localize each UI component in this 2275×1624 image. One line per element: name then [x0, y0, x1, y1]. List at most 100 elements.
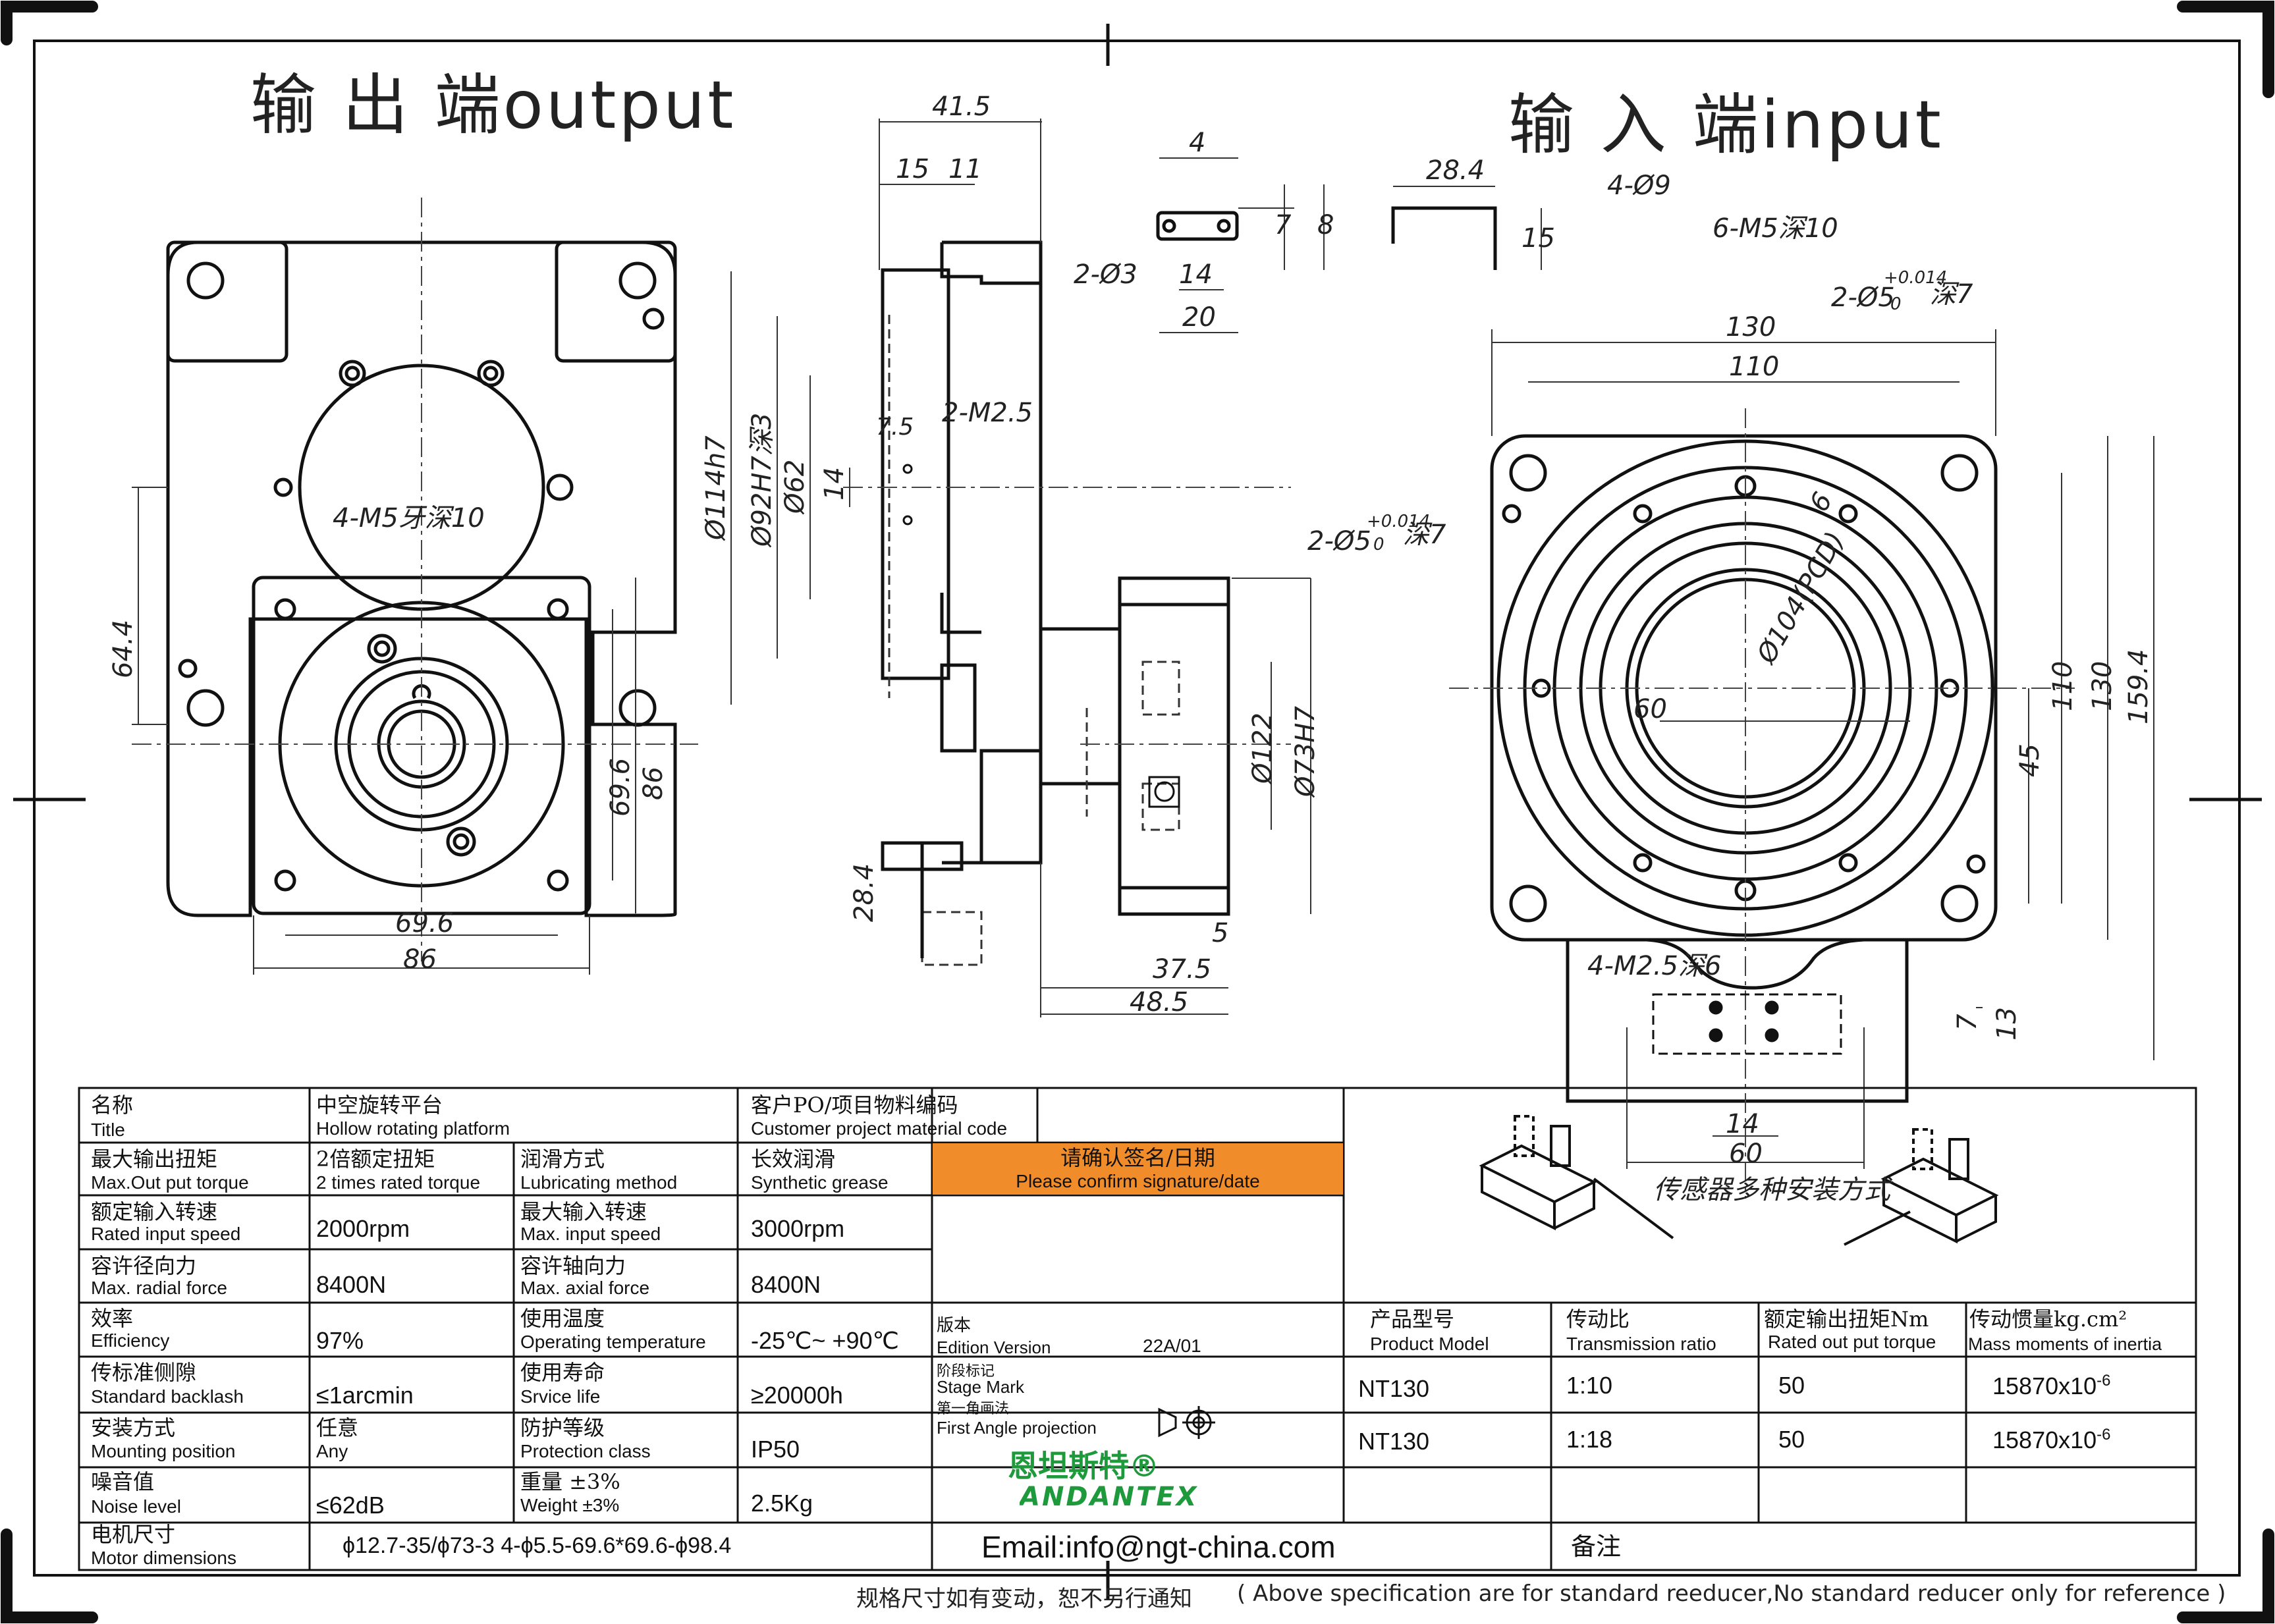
row6-val-zh: 任意 — [316, 1416, 359, 1440]
dim-20: 20 — [1182, 302, 1216, 333]
model-row1-ratio: 1:10 — [1566, 1372, 1613, 1399]
row5-label-en: Standard backlash — [91, 1386, 244, 1407]
dim-45: 45 — [2015, 744, 2045, 777]
dim-7b: 7 — [1952, 1014, 1983, 1031]
logo-zh: 恩坦斯特® — [1008, 1448, 1159, 1484]
motor-zh: 电机尺寸 — [91, 1523, 176, 1546]
title-block-grid — [78, 1087, 2197, 1571]
sensor-holes — [1652, 993, 1842, 1055]
dim-4-m2-5: 4-M2.5深6 — [1587, 951, 1721, 981]
cust-en: Customer project material code — [751, 1118, 1008, 1139]
model-row2-torque: 50 — [1778, 1426, 1805, 1453]
row7-label-zh: 噪音值 — [91, 1470, 155, 1494]
small-detail-parts — [902, 206, 1497, 958]
input-header: 输 入 端input — [1508, 86, 1944, 163]
output-dim-lines — [132, 487, 636, 975]
dim-86v: 86 — [638, 767, 669, 800]
dim-69-6: 69.6 — [395, 908, 454, 938]
dim-tol-b: +0.014 — [1367, 512, 1430, 531]
dim-86: 86 — [403, 944, 437, 975]
row6-label-en: Mounting position — [91, 1441, 236, 1461]
row6-mid-zh: 防护等级 — [520, 1416, 605, 1440]
row3-mid-zh: 容许轴向力 — [520, 1254, 626, 1278]
title-zh: 名称 — [91, 1093, 134, 1117]
projection-zh: 第一角画法 — [937, 1401, 1010, 1417]
drawing-frame — [33, 40, 2241, 1577]
cust-zh: 客户PO/项目物料编码 — [751, 1093, 958, 1117]
dim-4-m5: 4-M5牙深10 — [333, 503, 485, 533]
model-head-en: Product Model — [1370, 1334, 1489, 1354]
row6-mid-en: Protection class — [520, 1441, 651, 1461]
model-row2-model: NT130 — [1358, 1428, 1430, 1455]
dim-tol: +0.014 — [1884, 268, 1947, 288]
dim-28-4b: 28.4 — [849, 863, 879, 922]
side-view — [881, 240, 1230, 916]
dim-110v: 110 — [2048, 661, 2078, 711]
output-centerlines — [132, 198, 698, 961]
projection-symbol — [1158, 1406, 1215, 1439]
dim-114: Ø114h7 — [701, 435, 731, 541]
dim-130: 130 — [1726, 312, 1776, 342]
dim-14c: 14 — [1726, 1109, 1759, 1139]
row4-mid-en: Operating temperature — [520, 1332, 706, 1352]
row4-val: 97% — [316, 1327, 364, 1354]
logo-en: ANDANTEX — [1020, 1482, 1199, 1512]
row6-label-zh: 安装方式 — [91, 1416, 176, 1440]
dim-110: 110 — [1729, 352, 1779, 382]
dim-104: Ø104(PCD) — [1751, 527, 1851, 670]
row4-label-zh: 效率 — [91, 1307, 134, 1330]
dim-4-phi9: 4-Ø9 — [1607, 171, 1671, 201]
dim-14: 14 — [1179, 259, 1213, 290]
dim-122: Ø122 — [1247, 713, 1278, 785]
dim-60: 60 — [1633, 694, 1667, 724]
motor-en: Motor dimensions — [91, 1548, 236, 1568]
row1-label-zh: 最大输出扭矩 — [91, 1147, 218, 1171]
input-centerlines — [1449, 408, 2075, 1199]
confirm-zh: 请确认签名/日期 — [1060, 1146, 1215, 1170]
remark-zh: 备注 — [1571, 1534, 1622, 1558]
dim-92: Ø92H7深3 — [747, 413, 777, 548]
dim-tol0-b: 0 — [1373, 535, 1384, 555]
dim-6-m5: 6-M5深10 — [1713, 213, 1838, 244]
sensor-sketches — [1479, 1115, 1999, 1246]
side-dim-lines — [730, 119, 1311, 1017]
row5-label-zh: 传标准侧隙 — [91, 1361, 197, 1384]
dim-deep7: 深7 — [1930, 279, 1973, 310]
input-dim-lines — [1491, 329, 2154, 1169]
row1-right-en: Synthetic grease — [751, 1172, 889, 1193]
model-row1-torque: 50 — [1778, 1372, 1805, 1399]
dim-2-phi3: 2-Ø3 — [1074, 259, 1138, 290]
dim-28-4: 28.4 — [1426, 155, 1485, 186]
dim-7: 7 — [1275, 210, 1292, 240]
inertia-head-en: Mass moments of inertia — [1968, 1334, 2162, 1354]
row2-mid-zh: 最大输入转速 — [520, 1200, 647, 1224]
row1-mid-en: Lubricating method — [520, 1172, 678, 1193]
row5-mid-en: Srvice life — [520, 1386, 601, 1407]
model-row1-exp: -6 — [2097, 1372, 2111, 1390]
name-en: Hollow rotating platform — [316, 1118, 510, 1139]
name-zh: 中空旋转平台 — [316, 1093, 443, 1117]
row2-label-zh: 额定输入转速 — [91, 1200, 218, 1224]
side-hidden — [888, 315, 1180, 966]
row5-right: ≥20000h — [751, 1382, 843, 1409]
row4-label-en: Efficiency — [91, 1330, 170, 1351]
dim-41-5: 41.5 — [932, 92, 991, 122]
dim-60b: 60 — [1729, 1139, 1763, 1169]
row7-mid-en: Weight ±3% — [520, 1495, 620, 1515]
model-row2-ratio: 1:18 — [1566, 1426, 1613, 1453]
row1-mid-zh: 润滑方式 — [520, 1147, 605, 1171]
model-row1-inertia: 15870x10-6 — [1992, 1372, 2111, 1399]
dim-14b: 14 — [819, 467, 850, 501]
row1-right-zh: 长效润滑 — [751, 1147, 836, 1171]
confirm-en: Please confirm signature/date — [1016, 1171, 1260, 1191]
motor-value: ϕ12.7-35/ϕ73-3 4-ϕ5.5-69.6*69.6-ϕ98.4 — [343, 1533, 732, 1558]
row2-label-en: Rated input speed — [91, 1224, 241, 1244]
row3-val: 8400N — [316, 1271, 387, 1298]
edition-en: Edition Version — [937, 1338, 1051, 1357]
row7-label-en: Noise level — [91, 1496, 181, 1517]
confirm-bg — [933, 1143, 1343, 1195]
dim-deep7-b: 深7 — [1403, 520, 1446, 550]
stage-zh: 阶段标记 — [937, 1363, 995, 1380]
dim-2-phi5b: 2-Ø5 — [1307, 526, 1371, 556]
